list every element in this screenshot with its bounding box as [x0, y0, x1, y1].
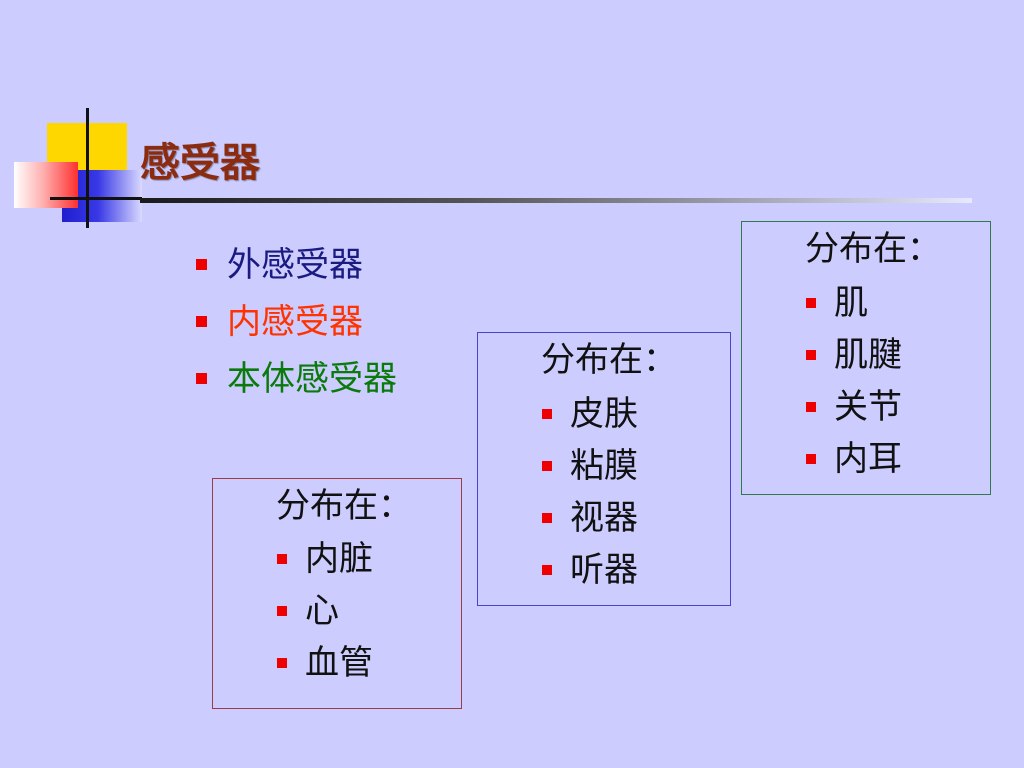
- box-item-label: 内脏: [305, 539, 373, 579]
- interoceptor-label: 内感受器: [227, 301, 363, 342]
- bullet-square-icon: [277, 554, 287, 564]
- logo-horizontal-line: [50, 197, 142, 200]
- receptor-type-list: 外感受器 内感受器 本体感受器: [196, 236, 397, 407]
- list-item: 内感受器: [196, 293, 397, 350]
- slide-title: 感受器: [140, 140, 260, 186]
- list-item: 听器: [542, 544, 638, 596]
- list-item: 内耳: [806, 433, 902, 485]
- box-item-label: 内耳: [834, 439, 902, 479]
- list-item: 肌: [806, 277, 902, 329]
- box-item-label: 心: [305, 591, 339, 631]
- box-heading: 分布在：: [541, 340, 677, 380]
- bullet-square-icon: [542, 565, 552, 575]
- box-item-label: 粘膜: [570, 446, 638, 486]
- box-item-list: 内脏 心 血管: [277, 533, 373, 689]
- box-item-label: 视器: [570, 498, 638, 538]
- bullet-square-icon: [542, 461, 552, 471]
- exteroceptor-distribution-box: 分布在： 皮肤 粘膜 视器 听器: [477, 332, 731, 606]
- bullet-square-icon: [196, 259, 207, 270]
- proprioceptor-distribution-box: 分布在： 肌 肌腱 关节 内耳: [741, 221, 991, 495]
- list-item: 粘膜: [542, 440, 638, 492]
- list-item: 本体感受器: [196, 350, 397, 407]
- bullet-square-icon: [542, 513, 552, 523]
- box-item-label: 肌腱: [834, 335, 902, 375]
- box-item-label: 血管: [305, 643, 373, 683]
- bullet-square-icon: [196, 316, 207, 327]
- list-item: 肌腱: [806, 329, 902, 381]
- box-item-label: 听器: [570, 550, 638, 590]
- logo-vertical-line: [86, 108, 89, 228]
- bullet-square-icon: [806, 298, 816, 308]
- list-item: 视器: [542, 492, 638, 544]
- bullet-square-icon: [806, 402, 816, 412]
- bullet-square-icon: [277, 658, 287, 668]
- box-heading: 分布在：: [805, 229, 941, 269]
- list-item: 血管: [277, 637, 373, 689]
- logo-red-gradient: [14, 162, 78, 208]
- list-item: 心: [277, 585, 373, 637]
- box-item-list: 肌 肌腱 关节 内耳: [806, 277, 902, 485]
- list-item: 外感受器: [196, 236, 397, 293]
- interoceptor-distribution-box: 分布在： 内脏 心 血管: [212, 478, 462, 709]
- exteroceptor-label: 外感受器: [227, 244, 363, 285]
- bullet-square-icon: [806, 454, 816, 464]
- proprioceptor-label: 本体感受器: [227, 358, 397, 399]
- box-item-list: 皮肤 粘膜 视器 听器: [542, 388, 638, 596]
- bullet-square-icon: [196, 373, 207, 384]
- list-item: 内脏: [277, 533, 373, 585]
- bullet-square-icon: [277, 606, 287, 616]
- title-underline: [140, 198, 972, 203]
- box-item-label: 肌: [834, 283, 868, 323]
- box-heading: 分布在：: [276, 486, 412, 526]
- bullet-square-icon: [542, 409, 552, 419]
- box-item-label: 关节: [834, 387, 902, 427]
- bullet-square-icon: [806, 350, 816, 360]
- list-item: 皮肤: [542, 388, 638, 440]
- list-item: 关节: [806, 381, 902, 433]
- box-item-label: 皮肤: [570, 394, 638, 434]
